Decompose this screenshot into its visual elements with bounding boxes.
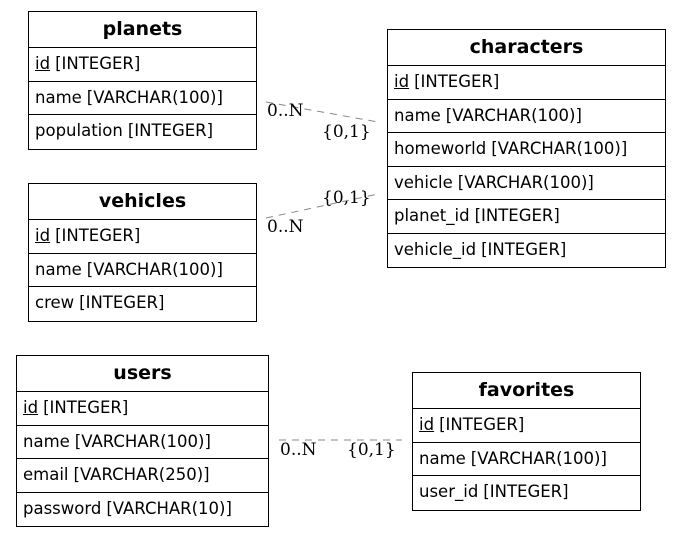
field-type: [INTEGER] xyxy=(43,398,129,417)
field-name: user_id xyxy=(419,482,479,501)
field-name: name xyxy=(35,87,82,107)
field-name: name xyxy=(419,448,466,468)
field-row: homeworld[VARCHAR(100)] xyxy=(388,133,665,167)
entity-title: vehicles xyxy=(29,184,256,220)
entity-users[interactable]: users id[INTEGER] name[VARCHAR(100)] ema… xyxy=(16,355,269,527)
field-name: population xyxy=(35,121,123,140)
field-type: [INTEGER] xyxy=(481,239,567,259)
field-name: password xyxy=(23,498,102,518)
field-name: id xyxy=(394,72,410,91)
field-type: [VARCHAR(100)] xyxy=(74,431,211,451)
field-row: name[VARCHAR(100)] xyxy=(29,254,256,287)
field-type: [INTEGER] xyxy=(414,72,500,91)
entity-title: favorites xyxy=(413,373,640,409)
field-row: name[VARCHAR(100)] xyxy=(388,100,665,133)
field-type: [INTEGER] xyxy=(55,54,141,73)
field-row: name[VARCHAR(100)] xyxy=(29,82,256,115)
field-row: crew[INTEGER] xyxy=(29,287,256,321)
entity-title: users xyxy=(17,356,268,392)
field-row: name[VARCHAR(100)] xyxy=(17,426,268,459)
field-row: user_id[INTEGER] xyxy=(413,476,640,510)
field-type: [VARCHAR(250)] xyxy=(73,465,210,484)
field-type: [VARCHAR(10)] xyxy=(106,498,232,518)
field-type: [VARCHAR(100)] xyxy=(491,139,628,158)
field-name: planet_id xyxy=(394,206,470,225)
relationship-line-vehicles-characters xyxy=(265,193,379,219)
cardinality-users-from: 0..N xyxy=(280,440,317,460)
relationship-line-planets-characters xyxy=(265,101,379,123)
field-name: id xyxy=(23,398,39,417)
field-name: vehicle_id xyxy=(394,239,477,259)
field-type: [INTEGER] xyxy=(474,206,560,225)
cardinality-vehicles-to: {0,1} xyxy=(322,188,371,208)
field-name: crew xyxy=(35,293,75,312)
entity-title: planets xyxy=(29,12,256,48)
entity-vehicles[interactable]: vehicles id[INTEGER] name[VARCHAR(100)] … xyxy=(28,183,257,322)
field-type: [VARCHAR(100)] xyxy=(445,105,582,125)
field-name: name xyxy=(35,259,82,279)
field-row: id[INTEGER] xyxy=(413,409,640,443)
field-name: id xyxy=(419,415,435,434)
field-row: id[INTEGER] xyxy=(29,48,256,82)
field-type: [INTEGER] xyxy=(439,415,525,434)
cardinality-vehicles-from: 0..N xyxy=(267,217,304,237)
cardinality-favorites-to: {0,1} xyxy=(347,440,396,460)
entity-favorites[interactable]: favorites id[INTEGER] name[VARCHAR(100)]… xyxy=(412,372,641,511)
cardinality-planets-from: 0..N xyxy=(267,101,304,121)
field-name: name xyxy=(23,431,70,451)
entity-title: characters xyxy=(388,30,665,66)
cardinality-planets-to: {0,1} xyxy=(322,122,371,142)
field-row: id[INTEGER] xyxy=(388,66,665,100)
field-type: [INTEGER] xyxy=(127,121,214,140)
entity-characters[interactable]: characters id[INTEGER] name[VARCHAR(100)… xyxy=(387,29,666,268)
field-name: email xyxy=(23,465,69,484)
field-type: [VARCHAR(100)] xyxy=(470,448,607,468)
field-row: email[VARCHAR(250)] xyxy=(17,459,268,493)
entity-planets[interactable]: planets id[INTEGER] name[VARCHAR(100)] p… xyxy=(28,11,257,150)
field-type: [VARCHAR(100)] xyxy=(457,172,594,192)
field-name: id xyxy=(35,226,51,245)
field-type: [INTEGER] xyxy=(79,293,165,312)
field-type: [VARCHAR(100)] xyxy=(86,259,223,279)
field-name: id xyxy=(35,54,51,73)
field-type: [INTEGER] xyxy=(483,482,569,501)
field-name: vehicle xyxy=(394,172,453,192)
field-row: id[INTEGER] xyxy=(29,220,256,254)
field-row: name[VARCHAR(100)] xyxy=(413,443,640,476)
field-type: [VARCHAR(100)] xyxy=(86,87,223,107)
field-row: password[VARCHAR(10)] xyxy=(17,493,268,527)
field-name: homeworld xyxy=(394,139,487,158)
field-row: vehicle_id[INTEGER] xyxy=(388,234,665,268)
field-name: name xyxy=(394,105,441,125)
field-row: vehicle[VARCHAR(100)] xyxy=(388,167,665,200)
field-type: [INTEGER] xyxy=(55,226,141,245)
field-row: planet_id[INTEGER] xyxy=(388,200,665,234)
field-row: population[INTEGER] xyxy=(29,115,256,149)
field-row: id[INTEGER] xyxy=(17,392,268,426)
